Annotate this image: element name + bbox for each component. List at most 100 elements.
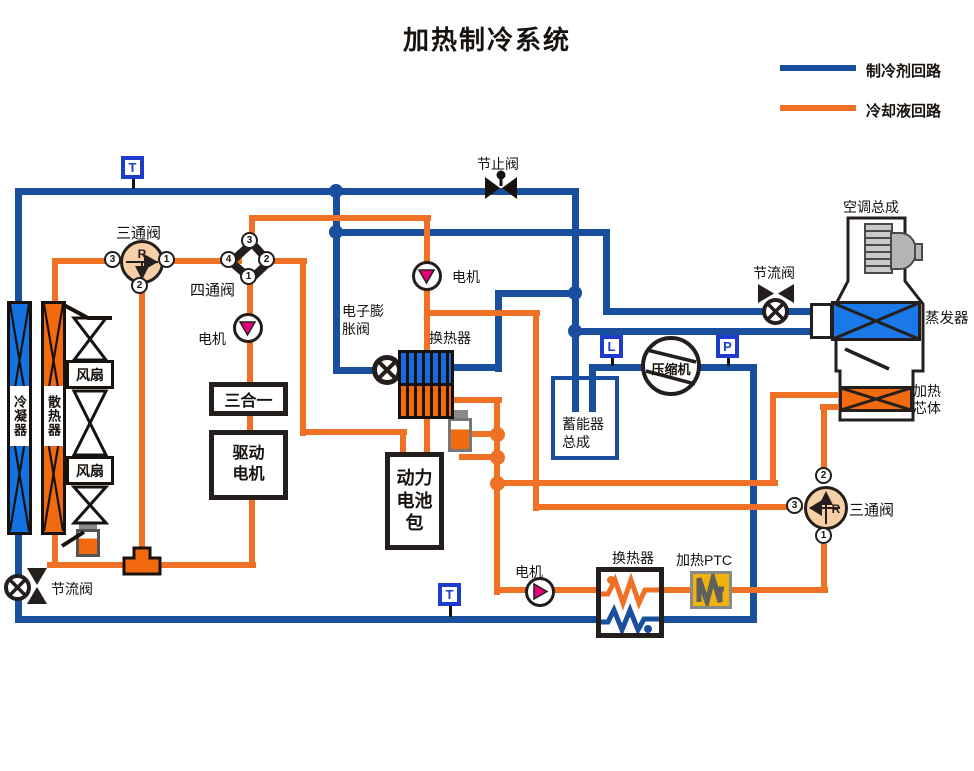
junction-dot: [329, 225, 343, 239]
three-way-valve-right: [804, 486, 848, 530]
three-way-right-port-1: 1: [815, 527, 832, 544]
fan-top-label: 风扇: [76, 366, 104, 383]
pipe-segment: [333, 367, 403, 374]
compressor-label: 压缩机: [651, 362, 691, 377]
legend-label-refrigerant: 制冷剂回路: [866, 63, 942, 80]
blower-fan: [864, 223, 893, 274]
pipe-segment: [495, 290, 502, 372]
battery-label-line2: 电池: [396, 490, 433, 511]
stop-valve-label: 节止阀: [477, 156, 519, 172]
blower-motor: [890, 232, 917, 270]
three-way-valve-left-label: 三通阀: [116, 225, 162, 242]
sensor-stem: [611, 356, 614, 366]
pump-rotor-icon: [238, 321, 257, 337]
accumulator-label-line2: 总成: [562, 434, 590, 450]
temp-sensor-top-letter: T: [128, 160, 137, 175]
throttle-right-label: 节流阀: [753, 265, 795, 281]
compressor-scroll-icon: [645, 348, 697, 386]
three-in-one-label: 三合一: [224, 393, 273, 410]
pipe-segment: [549, 587, 603, 593]
fan-blades: [70, 316, 110, 525]
pump-left-label: 电机: [198, 331, 226, 347]
pump-rotor-icon: [533, 582, 549, 601]
eev-cross-icon: [377, 360, 397, 380]
pipe-segment: [249, 215, 431, 221]
legend-swatch-coolant: [780, 105, 856, 111]
pipe-segment: [47, 562, 256, 568]
pipe-segment: [533, 310, 539, 511]
junction-dot: [490, 450, 505, 465]
chiller-label: 换热器: [429, 330, 471, 346]
pump-rotor-icon: [417, 269, 436, 285]
junction-dot: [568, 286, 582, 300]
condenser-label: 冷凝器: [10, 386, 29, 446]
pipe-segment: [449, 397, 502, 403]
battery-label-line1: 动力: [396, 468, 433, 489]
pipe-segment: [821, 544, 827, 593]
throttle-valve-left: [4, 574, 31, 601]
blend-door: [844, 347, 890, 371]
legend-label-coolant: 冷却液回路: [866, 103, 942, 120]
pipe-segment: [494, 397, 500, 595]
temp-sensor-bottom-letter: T: [445, 587, 454, 602]
fan-top-box: 风扇: [66, 360, 114, 389]
pressure-sensor-letter: P: [723, 339, 732, 354]
pipe-segment: [770, 392, 776, 486]
heater-core-body: [839, 386, 913, 412]
ptc-element-icon: [696, 574, 724, 606]
expansion-tank-cap: [452, 410, 468, 420]
drive-motor-label-line2: 电机: [232, 466, 265, 483]
pipe-segment: [333, 229, 610, 236]
throttle-left-label: 节流阀: [51, 581, 93, 597]
accumulator-box: 蓄能器 总成: [551, 376, 619, 460]
legend-swatch-refrigerant: [780, 65, 856, 71]
junction-dot: [490, 427, 505, 442]
pump-left: [233, 313, 263, 343]
pipe-segment: [770, 392, 845, 398]
pipe-segment: [424, 310, 540, 316]
pipe-segment: [52, 528, 58, 568]
pipe-segment: [247, 410, 253, 435]
three-way-left-port-1: 1: [158, 251, 175, 268]
three-way-left-port-3: 3: [104, 251, 121, 268]
battery-label-line3: 包: [405, 513, 424, 534]
liquid-sensor: L: [600, 335, 623, 358]
pipe-segment: [466, 431, 498, 437]
throttle-cross-icon: [766, 302, 785, 321]
pipe-segment: [139, 281, 145, 563]
junction-dot: [329, 184, 343, 198]
pipe-segment: [249, 215, 255, 243]
pipe-segment: [15, 188, 579, 195]
sensor-stem: [132, 178, 135, 189]
four-way-port-3: 3: [241, 232, 258, 249]
chiller-refrigerant-side: [401, 353, 451, 386]
radiator-tank: [76, 529, 100, 557]
pipe-segment: [656, 587, 828, 593]
sensor-stem: [727, 356, 730, 366]
pipe-segment: [750, 364, 757, 623]
pump-mid: [412, 261, 442, 291]
four-way-port-2: 2: [258, 251, 275, 268]
four-way-port-4: 4: [220, 251, 237, 268]
stop-valve: [483, 168, 519, 202]
evaporator-body: [831, 301, 921, 341]
radiator-tank-cap: [79, 520, 97, 530]
throttle-valve-right: [762, 298, 789, 325]
sensor-stem: [449, 605, 452, 617]
pipe-segment: [603, 308, 819, 315]
stop-valve-icon: [485, 170, 517, 199]
pressure-sensor: P: [716, 335, 739, 358]
fan-bottom-label: 风扇: [76, 462, 104, 479]
page-title: 加热制冷系统: [402, 25, 571, 55]
three-way-left-port-2: 2: [131, 277, 148, 294]
pump-bottom: [525, 577, 555, 607]
fan-bracket-top: [61, 302, 112, 320]
pipe-segment: [533, 504, 803, 510]
evaporator-label: 蒸发器: [925, 311, 969, 327]
drive-motor-label-line1: 驱动: [232, 445, 265, 463]
pipe-segment: [572, 328, 820, 335]
pipe-segment: [494, 587, 532, 593]
pipe-segment: [15, 188, 22, 308]
